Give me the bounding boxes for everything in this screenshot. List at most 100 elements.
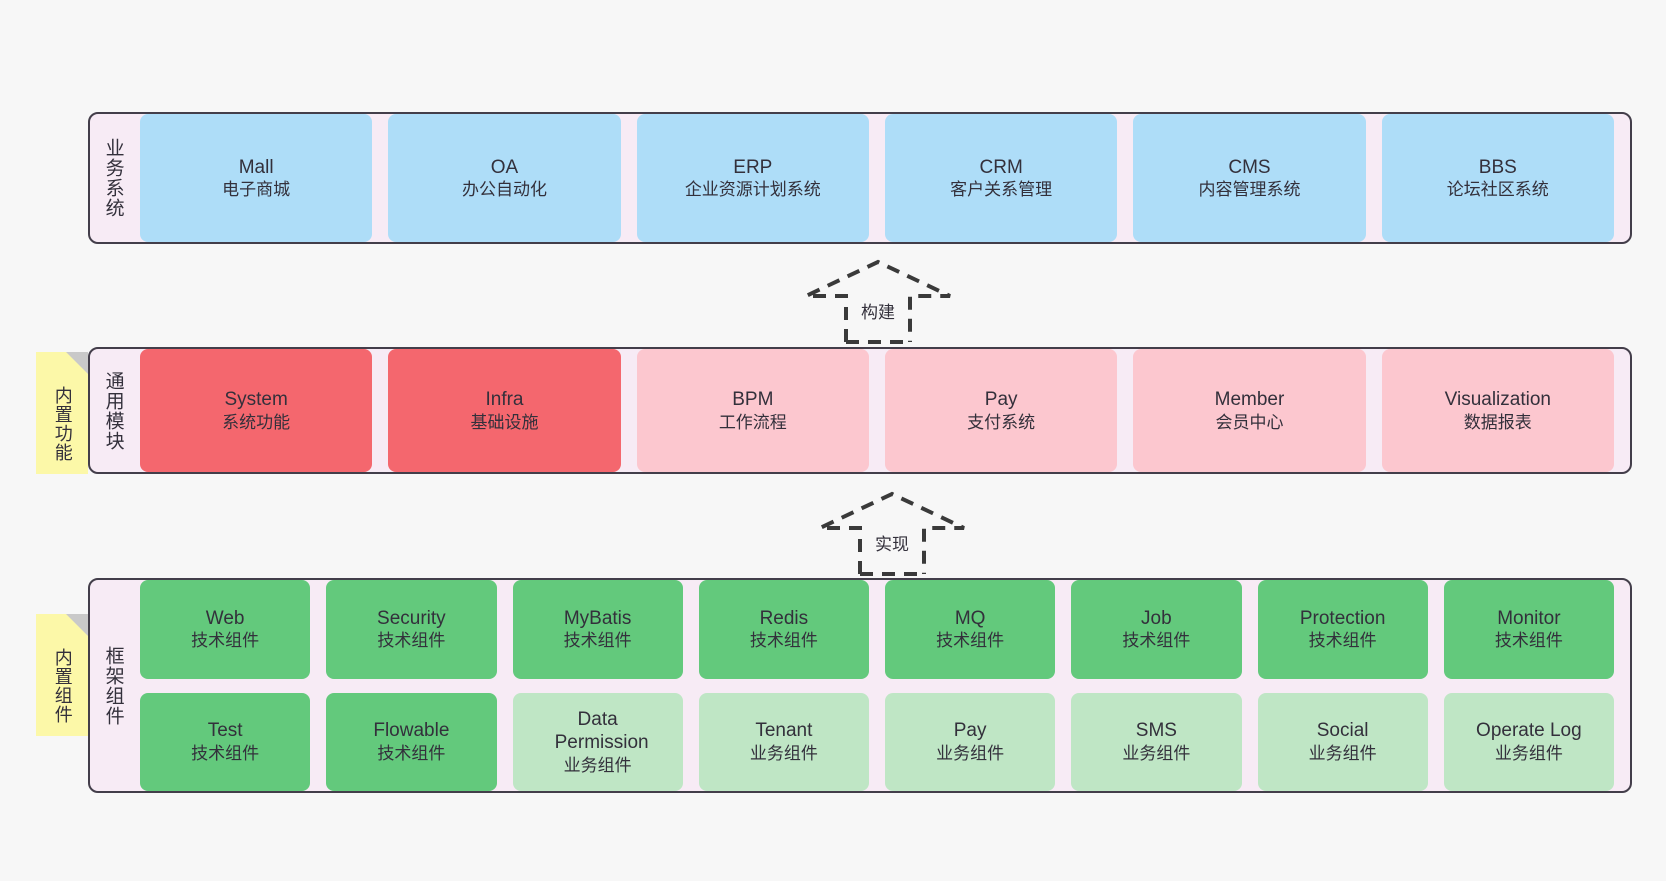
node-title: Member: [1214, 389, 1285, 411]
node-title: Mall: [238, 156, 274, 178]
node-subtitle: 业务组件: [749, 743, 818, 763]
node-subtitle: 技术组件: [563, 631, 632, 651]
node-subtitle: 会员中心: [1215, 412, 1284, 432]
node-crm[interactable]: CRM 客户关系管理: [884, 114, 1118, 242]
node-title: MQ: [954, 607, 986, 629]
node-title: MyBatis: [563, 607, 632, 629]
node-subtitle: 数据报表: [1463, 412, 1532, 432]
layer-body-framework: Web 技术组件 Security 技术组件 MyBatis 技术组件 Redi…: [136, 580, 1630, 791]
node-subtitle: 内容管理系统: [1198, 180, 1301, 200]
node-title: Social: [1316, 720, 1369, 742]
node-subtitle: 办公自动化: [461, 180, 547, 200]
node-subtitle: 技术组件: [936, 631, 1005, 651]
node-subtitle: 系统功能: [222, 412, 291, 432]
node-flowable[interactable]: Flowable 技术组件: [326, 692, 497, 791]
node-protection[interactable]: Protection 技术组件: [1257, 580, 1428, 679]
node-title: Security: [377, 607, 446, 629]
node-redis[interactable]: Redis 技术组件: [698, 580, 869, 679]
node-subtitle: 技术组件: [749, 631, 818, 651]
note-label: 内置功能: [52, 386, 73, 462]
node-social[interactable]: Social 业务组件: [1257, 692, 1428, 791]
node-security[interactable]: Security 技术组件: [326, 580, 497, 679]
note-label: 内置组件: [52, 648, 73, 724]
node-subtitle: 论坛社区系统: [1446, 180, 1549, 200]
node-mall[interactable]: Mall 电子商城: [140, 114, 373, 242]
node-test[interactable]: Test 技术组件: [140, 692, 311, 791]
node-operate-log[interactable]: Operate Log 业务组件: [1443, 692, 1614, 791]
node-subtitle: 业务组件: [1494, 743, 1563, 763]
node-subtitle: 技术组件: [191, 743, 260, 763]
node-title: Redis: [759, 607, 809, 629]
node-subtitle: 企业资源计划系统: [684, 180, 821, 200]
node-title: Test: [207, 720, 243, 742]
node-mybatis[interactable]: MyBatis 技术组件: [512, 580, 683, 679]
node-subtitle: 业务组件: [936, 743, 1005, 763]
node-subtitle: 业务组件: [1308, 743, 1377, 763]
node-title: Pay: [984, 389, 1018, 411]
node-web[interactable]: Web 技术组件: [140, 580, 311, 679]
node-title: Flowable: [373, 720, 450, 742]
node-monitor[interactable]: Monitor 技术组件: [1443, 580, 1614, 679]
node-visualization[interactable]: Visualization 数据报表: [1381, 349, 1614, 472]
node-title: OA: [490, 156, 519, 178]
node-title: Operate Log: [1476, 720, 1582, 742]
node-row: Mall 电子商城 OA 办公自动化 ERP 企业资源计划系统 CRM 客户关系…: [140, 114, 1614, 242]
node-subtitle: 技术组件: [377, 631, 446, 651]
node-title: SMS: [1135, 720, 1177, 742]
node-row-business: Test 技术组件 Flowable 技术组件 Data Permission …: [140, 692, 1614, 791]
node-title: Infra: [485, 389, 524, 411]
node-sms[interactable]: SMS 业务组件: [1071, 692, 1242, 791]
note-builtin-function: 内置功能: [36, 352, 88, 474]
node-data-permission[interactable]: Data Permission 业务组件: [512, 692, 683, 791]
layer-common-modules[interactable]: 通用模块 System 系统功能 Infra 基础设施 BPM 工作流程 Pay…: [88, 347, 1632, 474]
note-fold-corner-icon: [66, 352, 88, 374]
layer-body-common: System 系统功能 Infra 基础设施 BPM 工作流程 Pay 支付系统…: [136, 349, 1630, 472]
node-title: Protection: [1299, 607, 1386, 629]
node-subtitle: 客户关系管理: [950, 180, 1053, 200]
node-member[interactable]: Member 会员中心: [1133, 349, 1366, 472]
layer-framework-components[interactable]: 框架组件 Web 技术组件 Security 技术组件 MyBatis 技术组件…: [88, 578, 1632, 793]
node-subtitle: 电子商城: [222, 180, 291, 200]
node-subtitle: 技术组件: [1494, 631, 1563, 651]
note-fold-corner-icon: [66, 614, 88, 636]
node-subtitle: 工作流程: [718, 412, 787, 432]
node-title: ERP: [733, 156, 773, 178]
node-cms[interactable]: CMS 内容管理系统: [1133, 114, 1366, 242]
note-builtin-component: 内置组件: [36, 614, 88, 736]
node-title: BPM: [732, 389, 774, 411]
node-subtitle: 技术组件: [377, 743, 446, 763]
layer-caption-common: 通用模块: [102, 370, 124, 451]
node-bbs[interactable]: BBS 论坛社区系统: [1381, 114, 1614, 242]
node-job[interactable]: Job 技术组件: [1071, 580, 1242, 679]
node-subtitle: 支付系统: [967, 412, 1036, 432]
connector-implement-arrow: 实现: [812, 490, 972, 586]
node-subtitle: 业务组件: [1122, 743, 1191, 763]
node-oa[interactable]: OA 办公自动化: [388, 114, 621, 242]
node-bpm[interactable]: BPM 工作流程: [636, 349, 869, 472]
node-subtitle: 基础设施: [470, 412, 539, 432]
layer-caption-framework: 框架组件: [102, 645, 124, 726]
node-tenant[interactable]: Tenant 业务组件: [698, 692, 869, 791]
node-subtitle: 技术组件: [1308, 631, 1377, 651]
node-title: Pay: [953, 720, 987, 742]
layer-business-system[interactable]: 业务系统 Mall 电子商城 OA 办公自动化 ERP 企业资源计划系统 CRM…: [88, 112, 1632, 244]
node-title: BBS: [1478, 156, 1517, 178]
node-title: System: [224, 389, 288, 411]
node-title: Tenant: [755, 720, 813, 742]
node-title: Job: [1141, 607, 1172, 629]
node-system[interactable]: System 系统功能: [140, 349, 373, 472]
node-subtitle: 业务组件: [563, 755, 632, 775]
connector-build-arrow: 构建: [798, 258, 958, 354]
node-row: System 系统功能 Infra 基础设施 BPM 工作流程 Pay 支付系统…: [140, 349, 1614, 472]
node-title: CRM: [979, 156, 1023, 178]
node-mq[interactable]: MQ 技术组件: [885, 580, 1056, 679]
layer-body-business: Mall 电子商城 OA 办公自动化 ERP 企业资源计划系统 CRM 客户关系…: [136, 114, 1630, 242]
node-pay-component[interactable]: Pay 业务组件: [885, 692, 1056, 791]
node-pay-module[interactable]: Pay 支付系统: [884, 349, 1118, 472]
node-infra[interactable]: Infra 基础设施: [388, 349, 621, 472]
node-erp[interactable]: ERP 企业资源计划系统: [636, 114, 869, 242]
node-title: Visualization: [1444, 389, 1551, 411]
node-subtitle: 技术组件: [191, 631, 260, 651]
node-title: Monitor: [1497, 607, 1561, 629]
